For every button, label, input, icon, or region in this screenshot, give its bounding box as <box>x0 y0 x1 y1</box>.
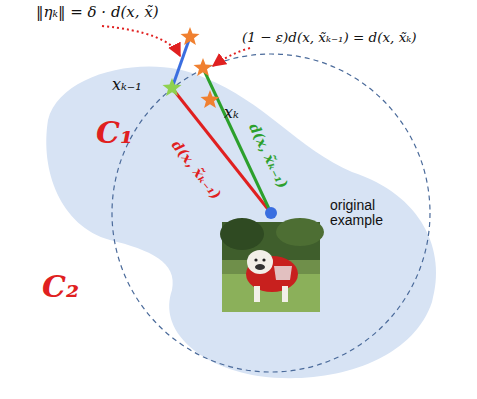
blue-line <box>172 37 190 88</box>
star-marker <box>194 58 213 76</box>
norm-formula: ‖ηₖ‖ = δ · d(x, x̃) <box>36 4 159 21</box>
pointer-arrow <box>213 48 250 66</box>
distance-formula: (1 − ε)d(x, x̃ₖ₋₁) = d(x, x̃ₖ) <box>242 30 417 45</box>
dog-photo <box>220 218 324 312</box>
star-marker <box>163 78 182 96</box>
region-label: C₁ <box>96 116 133 149</box>
point-label: xₖ <box>224 104 239 122</box>
pointer-arrow <box>102 26 180 56</box>
shaded-region <box>46 67 436 379</box>
point-label: xₖ₋₁ <box>112 76 142 94</box>
original-point <box>265 207 277 219</box>
region-label: C₂ <box>42 270 79 303</box>
point-caption: original example <box>330 198 400 229</box>
star-marker <box>201 90 220 108</box>
star-marker <box>181 27 200 45</box>
dashed-circle <box>112 54 430 372</box>
